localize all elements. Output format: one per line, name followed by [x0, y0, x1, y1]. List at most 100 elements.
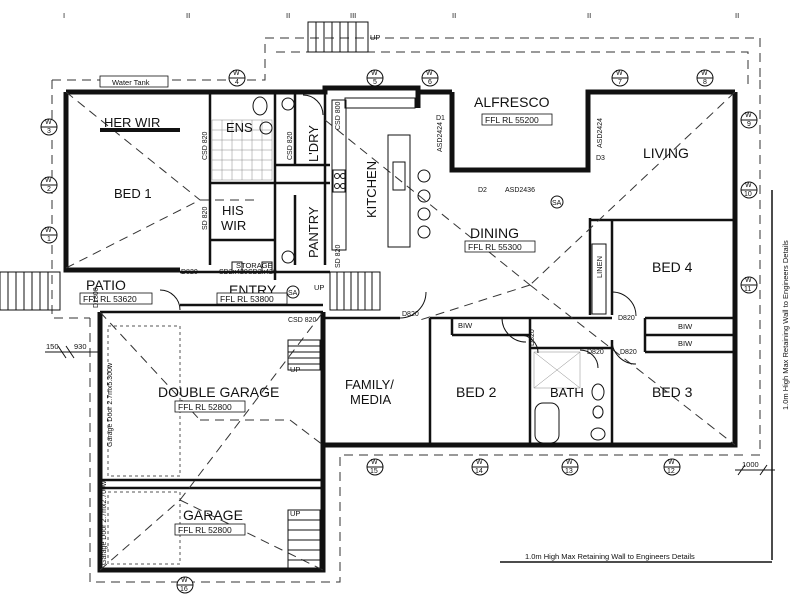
floor-levels: FFL RL 55200 FFL RL 55300 FFL RL 53620 F… [79, 113, 553, 536]
svg-text:W: W [371, 70, 378, 77]
svg-text:9: 9 [747, 121, 751, 128]
svg-text:W: W [745, 112, 752, 119]
grid-mark: II [286, 11, 290, 20]
window-marker: W3 [40, 118, 58, 136]
room-label-storage: STORAGE [236, 261, 273, 270]
door-swings [159, 94, 637, 369]
dimension-label: 930 [74, 342, 87, 351]
svg-text:7: 7 [618, 79, 622, 86]
svg-text:3: 3 [47, 128, 51, 135]
window-marker: W2 [40, 176, 58, 194]
level-garage: FFL RL 52800 [178, 525, 232, 535]
svg-text:W: W [371, 459, 378, 466]
window-marker: W1 [40, 226, 58, 244]
level-double-garage: FFL RL 52800 [178, 402, 232, 412]
room-label-his-wir: HIS [222, 203, 244, 218]
eaves-outline [51, 37, 761, 583]
smoke-alarms: SA SA [286, 195, 564, 299]
stairs-up-label: UP [290, 509, 300, 518]
grid-mark: I [63, 11, 65, 20]
door-code: SD 820 [335, 245, 342, 268]
level-dining: FFL RL 55300 [468, 242, 522, 252]
window-markers: W3 W2 W1 W4 W5 W6 W7 W8 W9 W10 W11 W12 W… [40, 69, 758, 594]
door-code: ASD2436 [505, 187, 535, 194]
svg-text:W: W [668, 459, 675, 466]
svg-text:12: 12 [667, 468, 675, 475]
room-label-bed3: BED 3 [652, 384, 693, 400]
room-label-kitchen: KITCHEN [364, 161, 379, 218]
svg-text:1: 1 [47, 236, 51, 243]
svg-text:8: 8 [703, 79, 707, 86]
dimension-label: 1000 [742, 460, 759, 469]
svg-text:2: 2 [47, 186, 51, 193]
room-label-double-garage: DOUBLE GARAGE [158, 384, 279, 400]
dimensions: 150 930 1000 [45, 342, 775, 476]
level-alfresco: FFL RL 55200 [485, 115, 539, 125]
svg-text:W: W [426, 70, 433, 77]
svg-text:W: W [701, 70, 708, 77]
svg-text:5: 5 [373, 79, 377, 86]
door-code: D820 [529, 329, 536, 346]
door-code: CSD 820 [287, 131, 294, 160]
window-marker: W5 [366, 69, 384, 87]
grid-mark: II [735, 11, 739, 20]
door-code: SD2x420 [248, 269, 277, 276]
window-marker: W 13 [561, 458, 579, 476]
room-label-biw: BIW [458, 321, 473, 330]
room-label-her-wir: HER WIR [104, 115, 160, 130]
door-code: SD2x420 [219, 269, 248, 276]
patio-stairs [0, 271, 61, 311]
grid-mark: III [350, 11, 356, 20]
svg-text:W: W [233, 70, 240, 77]
svg-text:W: W [616, 70, 623, 77]
svg-text:W: W [745, 182, 752, 189]
window-marker: W11 [740, 276, 758, 294]
svg-text:13: 13 [565, 468, 573, 475]
door-code: SD 820 [202, 207, 209, 230]
grid-mark: II [587, 11, 591, 20]
window-marker: W14 [471, 458, 489, 476]
door-code: D820 [620, 349, 637, 356]
wet-area-tiles [211, 119, 581, 389]
grid-mark: II [186, 11, 190, 20]
room-label-alfresco: ALFRESCO [474, 94, 550, 110]
garage-door-label: Garage Door 2.7mx5.300w [107, 362, 114, 447]
svg-text:W: W [45, 119, 52, 126]
door-codes: CSD 820 SD 820 CSD 820 CSD 800 SD 820 D8… [93, 101, 637, 356]
window-marker: W7 [611, 69, 629, 87]
garage-doors: Garage Door 2.7mx5.300w Garage Door 2.7m… [101, 325, 181, 565]
level-patio: FFL RL 53620 [83, 294, 137, 304]
entry-stairs: UP [314, 271, 381, 311]
window-marker: W6 [421, 69, 439, 87]
door-code: D2 [478, 187, 487, 194]
window-marker: W4 [228, 69, 246, 87]
room-label-ens: ENS [226, 120, 253, 135]
room-label-ldry: L'DRY [306, 125, 321, 162]
window-marker: W10 [740, 181, 758, 199]
window-marker: W8 [696, 69, 714, 87]
smoke-alarm-label: SA [552, 200, 562, 207]
stairs-up-label: UP [314, 283, 324, 292]
room-label-living: LIVING [643, 145, 689, 161]
door-code: CSD 820 [288, 317, 317, 324]
door-code: D820 [618, 315, 635, 322]
door-code: CSD 800 [335, 101, 342, 130]
walls [63, 85, 738, 573]
room-label-patio: PATIO [86, 277, 126, 293]
top-stairs: UP [307, 21, 380, 53]
door-code: CSD 820 [202, 131, 209, 160]
svg-text:W: W [566, 459, 573, 466]
window-marker: W 12 [663, 458, 681, 476]
svg-text:15: 15 [370, 468, 378, 475]
svg-text:W: W [181, 577, 188, 584]
smoke-alarm-label: SA [288, 290, 298, 297]
room-label-his-wir: WIR [221, 218, 246, 233]
svg-text:W: W [476, 459, 483, 466]
svg-text:W: W [45, 177, 52, 184]
room-label-media: MEDIA [350, 392, 392, 407]
garage-stairs: UP UP [287, 339, 321, 571]
room-label-bed2: BED 2 [456, 384, 497, 400]
roof-lines [65, 91, 736, 571]
room-label-pantry: PANTRY [306, 206, 321, 258]
